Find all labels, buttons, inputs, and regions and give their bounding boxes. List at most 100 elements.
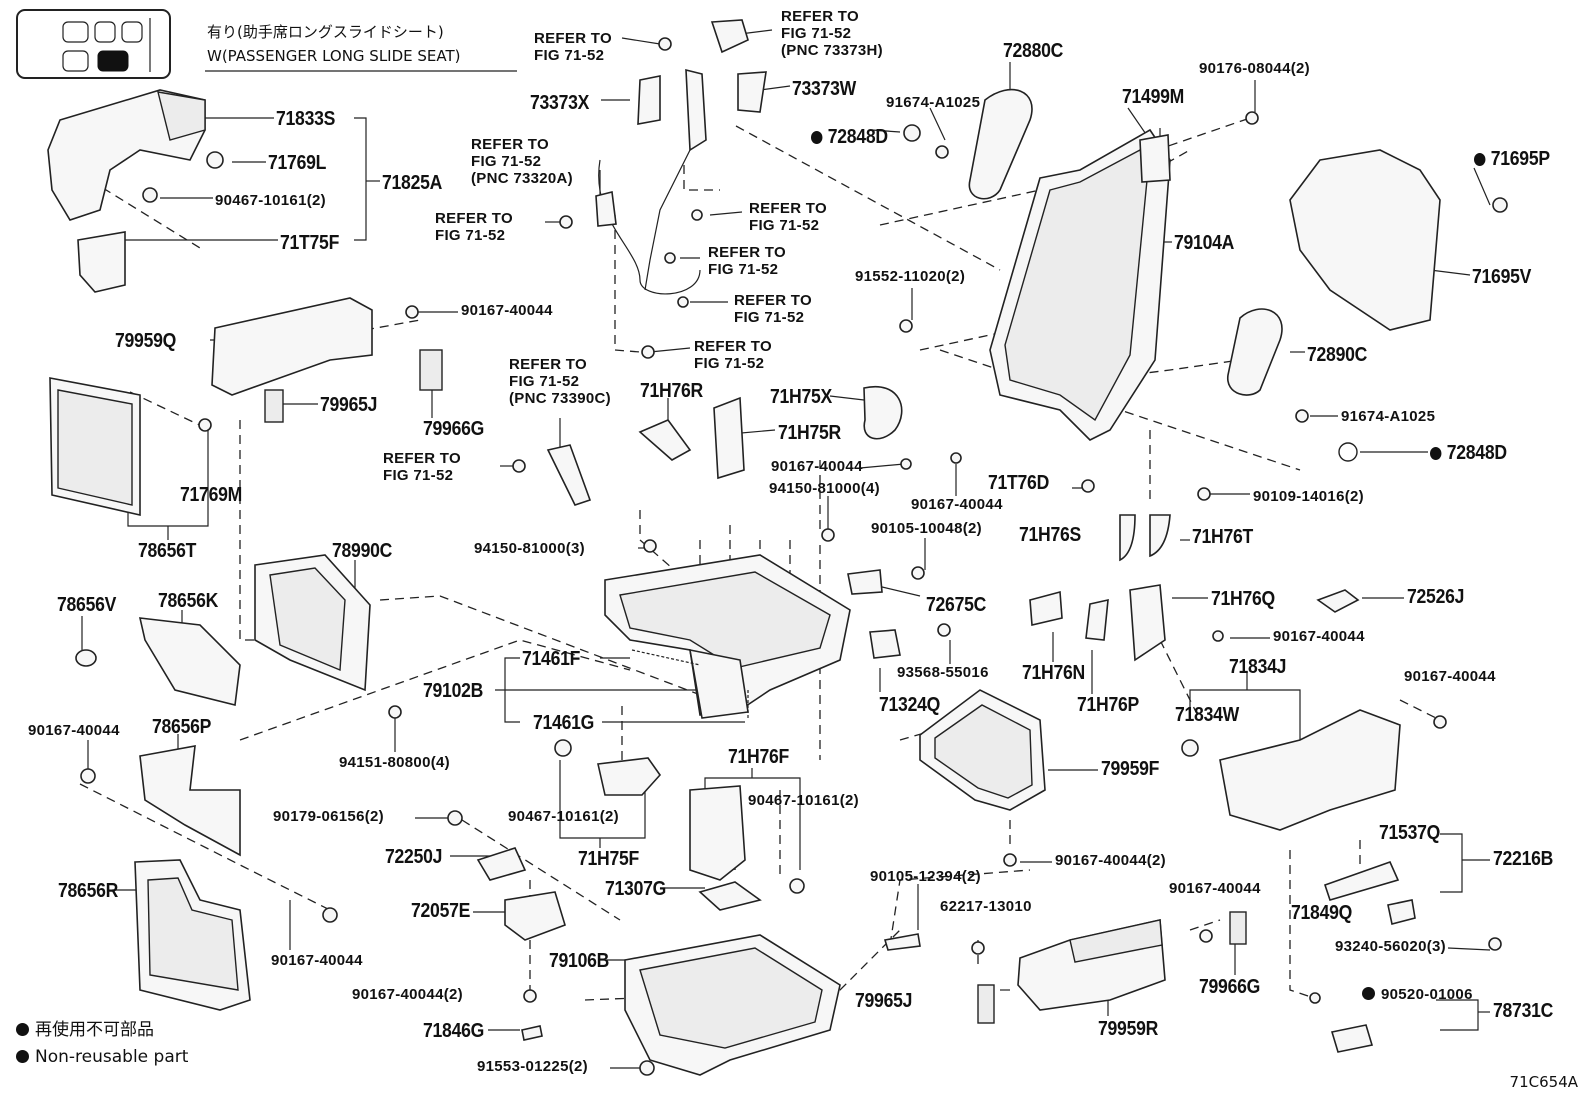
figure-code: 71C654A [1509,1073,1578,1091]
part-label-90167-40044: 90167-40044 [1169,880,1261,897]
part-label-72880c: 72880C [1003,40,1064,62]
part-shapes [47,19,1508,1076]
part-label-refer-to: REFER TO FIG 71-52 [734,292,812,326]
part-label-93568-55016: 93568-55016 [897,664,989,681]
part-label-71834j: 71834J [1229,656,1287,678]
non-reusable-dot-icon [1430,447,1442,460]
legend-english: Non-reusable part [16,1047,188,1067]
part-label-71846g: 71846G [423,1020,485,1042]
part-label-71h76s: 71H76S [1019,524,1082,546]
part-label-71t75f: 71T75F [280,232,340,254]
header-english: W(PASSENGER LONG SLIDE SEAT) [207,47,461,65]
part-label-62217-13010: 62217-13010 [940,898,1032,915]
part-label-90167-40044: 90167-40044 [271,952,363,969]
part-label-78990c: 78990C [332,540,393,562]
part-label-refer-to: REFER TO FIG 71-52 (PNC 73320A) [471,136,573,187]
part-label-71307g: 71307G [605,878,667,900]
part-label-refer-to: REFER TO FIG 71-52 [749,200,827,234]
part-label-71324q: 71324Q [879,694,941,716]
non-reusable-dot-icon [16,1023,29,1036]
part-label-71849q: 71849Q [1291,902,1353,924]
part-label-79959q: 79959Q [115,330,177,352]
part-label-72526j: 72526J [1407,586,1465,608]
part-label-78731c: 78731C [1493,1000,1554,1022]
part-label-71h76f: 71H76F [728,746,790,768]
part-label-90105-12394-2-: 90105-12394(2) [870,868,981,885]
part-label-93240-56020-3-: 93240-56020(3) [1335,938,1446,955]
part-label-90167-40044: 90167-40044 [1273,628,1365,645]
part-label-71h76p: 71H76P [1077,694,1140,716]
part-label-91553-01225-2-: 91553-01225(2) [477,1058,588,1075]
part-label-71461g: 71461G [533,712,595,734]
part-label-72675c: 72675C [926,594,987,616]
part-label-79959r: 79959R [1098,1018,1159,1040]
part-label-72216b: 72216B [1493,848,1554,870]
part-label-90105-10048-2-: 90105-10048(2) [871,520,982,537]
seat-position-icon [16,9,171,79]
part-label-71h76q: 71H76Q [1211,588,1275,610]
part-label-90467-10161-2-: 90467-10161(2) [748,792,859,809]
part-label-94150-81000-3-: 94150-81000(3) [474,540,585,557]
header-japanese: 有り(助手席ロングスライドシート) [207,23,444,41]
part-label-78656v: 78656V [57,594,117,616]
part-label-71h75x: 71H75X [770,386,833,408]
part-label-72848d: 72848D [1430,442,1507,464]
part-label-71695p: 71695P [1474,148,1550,170]
part-label-71695v: 71695V [1472,266,1532,288]
part-label-71h75f: 71H75F [578,848,640,870]
part-label-79102b: 79102B [423,680,484,702]
part-label-79965j: 79965J [855,990,913,1012]
part-label-94151-80800-4-: 94151-80800(4) [339,754,450,771]
part-label-90179-06156-2-: 90179-06156(2) [273,808,384,825]
part-label-71834w: 71834W [1175,704,1239,726]
part-label-71h76r: 71H76R [640,380,704,402]
part-label-90467-10161-2-: 90467-10161(2) [215,192,326,209]
part-label-71537q: 71537Q [1379,822,1441,844]
part-label-78656k: 78656K [158,590,219,612]
non-reusable-dot-icon [1362,987,1375,1000]
part-label-71769l: 71769L [268,152,327,174]
part-label-79966g: 79966G [1199,976,1261,998]
part-label-refer-to: REFER TO FIG 71-52 [383,450,461,484]
part-label-71461f: 71461F [522,648,581,670]
part-label-90467-10161-2-: 90467-10161(2) [508,808,619,825]
part-label-71t76d: 71T76D [988,472,1050,494]
part-label-90520-01006: 90520-01006 [1362,986,1473,1003]
part-label-79966g: 79966G [423,418,485,440]
part-label-90167-40044: 90167-40044 [911,496,1003,513]
part-label-refer-to: REFER TO FIG 71-52 [708,244,786,278]
part-label-78656r: 78656R [58,880,119,902]
part-label-72848d: 72848D [811,126,888,148]
part-label-refer-to: REFER TO FIG 71-52 [435,210,513,244]
leader-lines [81,29,1491,1069]
part-label-71h76n: 71H76N [1022,662,1086,684]
part-label-refer-to: REFER TO FIG 71-52 [694,338,772,372]
part-label-94150-81000-4-: 94150-81000(4) [769,480,880,497]
part-label-91552-11020-2-: 91552-11020(2) [855,268,966,285]
part-label-71499m: 71499M [1122,86,1185,108]
part-label-90167-40044: 90167-40044 [461,302,553,319]
part-label-73373x: 73373X [530,92,590,114]
part-label-71h76t: 71H76T [1192,526,1254,548]
part-label-79104a: 79104A [1174,232,1235,254]
part-label-71769m: 71769M [180,484,243,506]
non-reusable-dot-icon [811,131,823,144]
part-label-73373w: 73373W [792,78,856,100]
part-label-71h75r: 71H75R [778,422,842,444]
part-label-91674-a1025: 91674-A1025 [1341,408,1436,425]
part-label-90167-40044: 90167-40044 [771,458,863,475]
part-label-79959f: 79959F [1101,758,1160,780]
legend-japanese: 再使用不可部品 [16,1020,154,1040]
part-label-79965j: 79965J [320,394,378,416]
part-label-91674-a1025: 91674-A1025 [886,94,981,111]
part-label-refer-to: REFER TO FIG 71-52 (PNC 73390C) [509,356,611,407]
part-label-refer-to: REFER TO FIG 71-52 (PNC 73373H) [781,8,883,59]
part-label-71833s: 71833S [276,108,336,130]
non-reusable-dot-icon [16,1050,29,1063]
part-label-refer-to: REFER TO FIG 71-52 [534,30,612,64]
part-label-90167-40044: 90167-40044 [28,722,120,739]
part-label-78656p: 78656P [152,716,212,738]
part-label-78656t: 78656T [138,540,197,562]
